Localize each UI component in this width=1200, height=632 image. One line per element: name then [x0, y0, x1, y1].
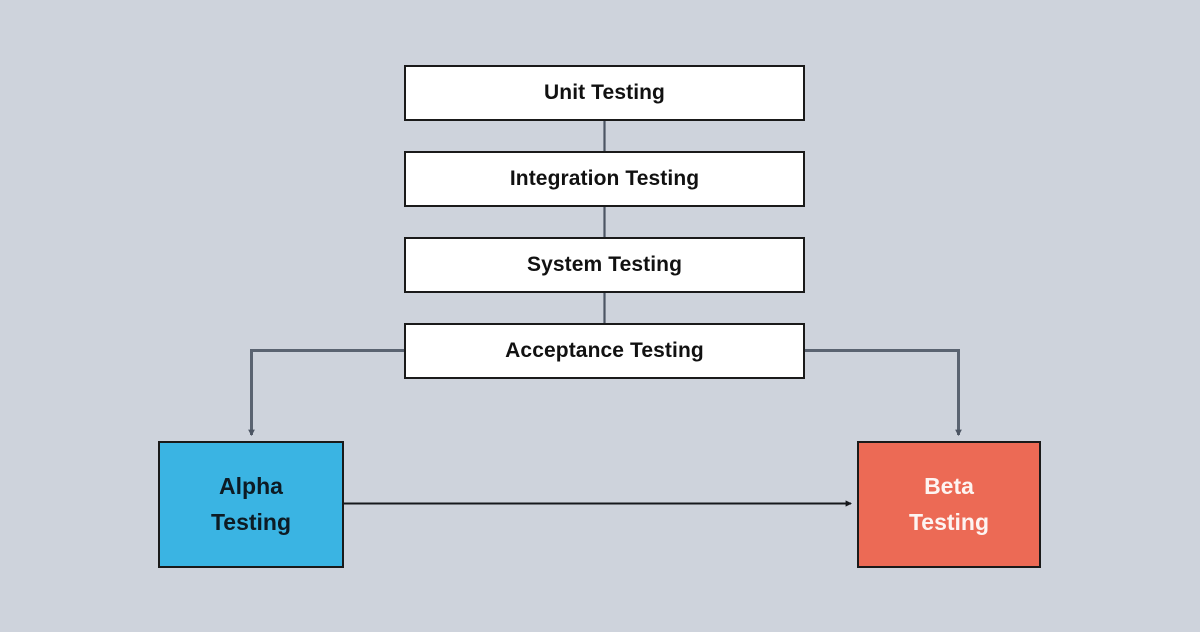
node-beta-testing-label: Beta Testing: [908, 472, 990, 535]
node-system-testing-label: System Testing: [526, 253, 683, 276]
edge-acceptance-to-beta: [805, 349, 962, 436]
node-unit-testing[interactable]: Unit Testing: [404, 65, 805, 121]
node-acceptance-testing-label: Acceptance Testing: [505, 339, 704, 362]
node-alpha-testing[interactable]: Alpha Testing: [158, 441, 344, 568]
node-acceptance-testing[interactable]: Acceptance Testing: [404, 323, 805, 379]
node-integration-testing[interactable]: Integration Testing: [404, 151, 805, 207]
edge-acceptance-to-alpha: [248, 349, 404, 436]
node-beta-testing[interactable]: Beta Testing: [857, 441, 1041, 568]
node-system-testing[interactable]: System Testing: [404, 237, 805, 293]
node-unit-testing-label: Unit Testing: [544, 81, 665, 104]
node-alpha-testing-label: Alpha Testing: [210, 472, 292, 535]
node-integration-testing-label: Integration Testing: [509, 167, 700, 190]
